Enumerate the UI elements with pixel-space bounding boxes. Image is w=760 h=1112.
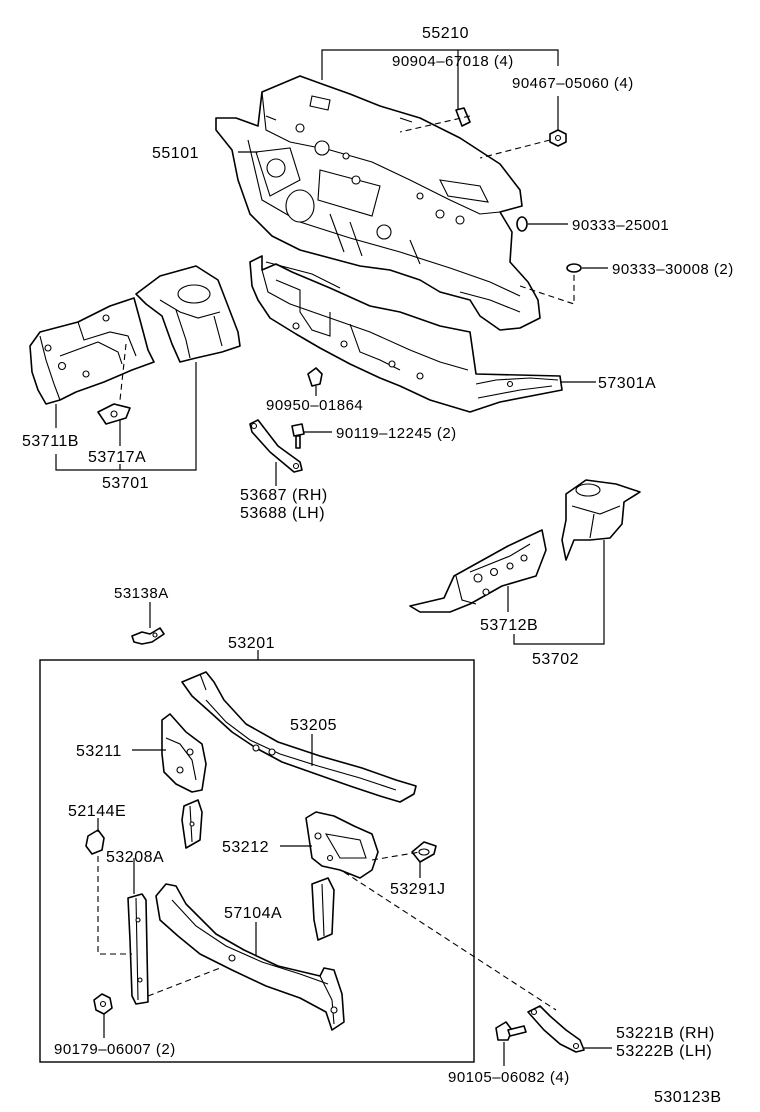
dash-panel-part[interactable] xyxy=(215,75,541,331)
callout-53205: 53205 xyxy=(290,717,337,734)
callout-90467-05060: 90467–05060 (4) xyxy=(512,75,634,92)
callout-90105-06082: 90105–06082 (4) xyxy=(448,1069,570,1086)
assembly-53201-frame xyxy=(39,659,475,1063)
nut-90179-06007-icon[interactable] xyxy=(93,993,113,1015)
lower-crossmember-57104a-part[interactable] xyxy=(155,883,345,1031)
callout-53711B: 53711B xyxy=(22,433,79,450)
callout-53712B: 53712B xyxy=(480,617,538,634)
bolt-53138a-icon[interactable] xyxy=(131,627,165,645)
callout-90333-30008: 90333–30008 (2) xyxy=(612,261,734,278)
callout-53201: 53201 xyxy=(228,635,275,652)
clip-90904-67018-icon[interactable] xyxy=(455,107,471,127)
bracket-53212-part[interactable] xyxy=(305,811,379,879)
callout-53138A: 53138A xyxy=(114,585,169,602)
support-53212-lower-part[interactable] xyxy=(311,877,335,941)
callout-53208A: 53208A xyxy=(106,849,164,866)
support-53208a-part[interactable] xyxy=(127,893,149,1005)
callout-53717A: 53717A xyxy=(88,449,146,466)
callout-55210: 55210 xyxy=(422,25,469,42)
brace-53687-part[interactable] xyxy=(249,419,303,473)
plug-90333-25001-icon[interactable] xyxy=(516,216,528,232)
callout-53702: 53702 xyxy=(532,651,579,668)
leader-lines xyxy=(55,49,612,1066)
callout-labels: 55210 90904–67018 (4) 90467–05060 (4) 55… xyxy=(22,25,734,1106)
figure-code: 530123B xyxy=(654,1089,722,1106)
bracket-53221b-part[interactable] xyxy=(527,1005,585,1053)
callout-90119-12245: 90119–12245 (2) xyxy=(336,425,457,442)
nut-90950-01864-icon[interactable] xyxy=(307,367,323,387)
bolt-90105-06082-icon[interactable] xyxy=(495,1021,527,1041)
callout-53212: 53212 xyxy=(222,839,269,856)
callout-53701: 53701 xyxy=(102,475,149,492)
callout-57301A: 57301A xyxy=(598,375,656,392)
callout-53687: 53687 (RH) xyxy=(240,487,328,504)
side-bracket-53211-part[interactable] xyxy=(161,713,207,793)
shock-tower-left-part[interactable] xyxy=(135,265,241,363)
upper-support-53205-part[interactable] xyxy=(181,671,417,803)
bolt-90119-12245-icon[interactable] xyxy=(291,423,305,449)
callout-55101: 55101 xyxy=(152,145,199,162)
apron-53711b-part[interactable] xyxy=(29,297,155,405)
callout-90904-67018: 90904–67018 (4) xyxy=(392,53,514,70)
callout-53688: 53688 (LH) xyxy=(240,505,325,522)
callout-90179-06007: 90179–06007 (2) xyxy=(54,1041,176,1058)
shock-tower-right-part[interactable] xyxy=(561,479,641,561)
clip-52144e-icon[interactable] xyxy=(85,829,105,855)
apron-53712b-part[interactable] xyxy=(409,529,547,613)
nut-90467-05060-icon[interactable] xyxy=(549,129,567,147)
bracket-53717a-part[interactable] xyxy=(97,403,131,425)
plug-90333-30008-icon[interactable] xyxy=(566,263,582,273)
callout-53291J: 53291J xyxy=(390,881,446,898)
support-53208a-upper-part[interactable] xyxy=(181,799,203,849)
grommet-53291j-icon[interactable] xyxy=(411,841,437,863)
callout-53211: 53211 xyxy=(76,743,122,760)
callout-57104A: 57104A xyxy=(224,905,282,922)
cowl-brace-part[interactable] xyxy=(249,255,563,413)
callout-53221B: 53221B (RH) xyxy=(616,1025,715,1042)
callout-90333-25001: 90333–25001 xyxy=(572,217,669,234)
callout-90950-01864: 90950–01864 xyxy=(266,397,363,414)
callout-52144E: 52144E xyxy=(68,803,126,820)
callout-53222B: 53222B (LH) xyxy=(616,1043,712,1060)
